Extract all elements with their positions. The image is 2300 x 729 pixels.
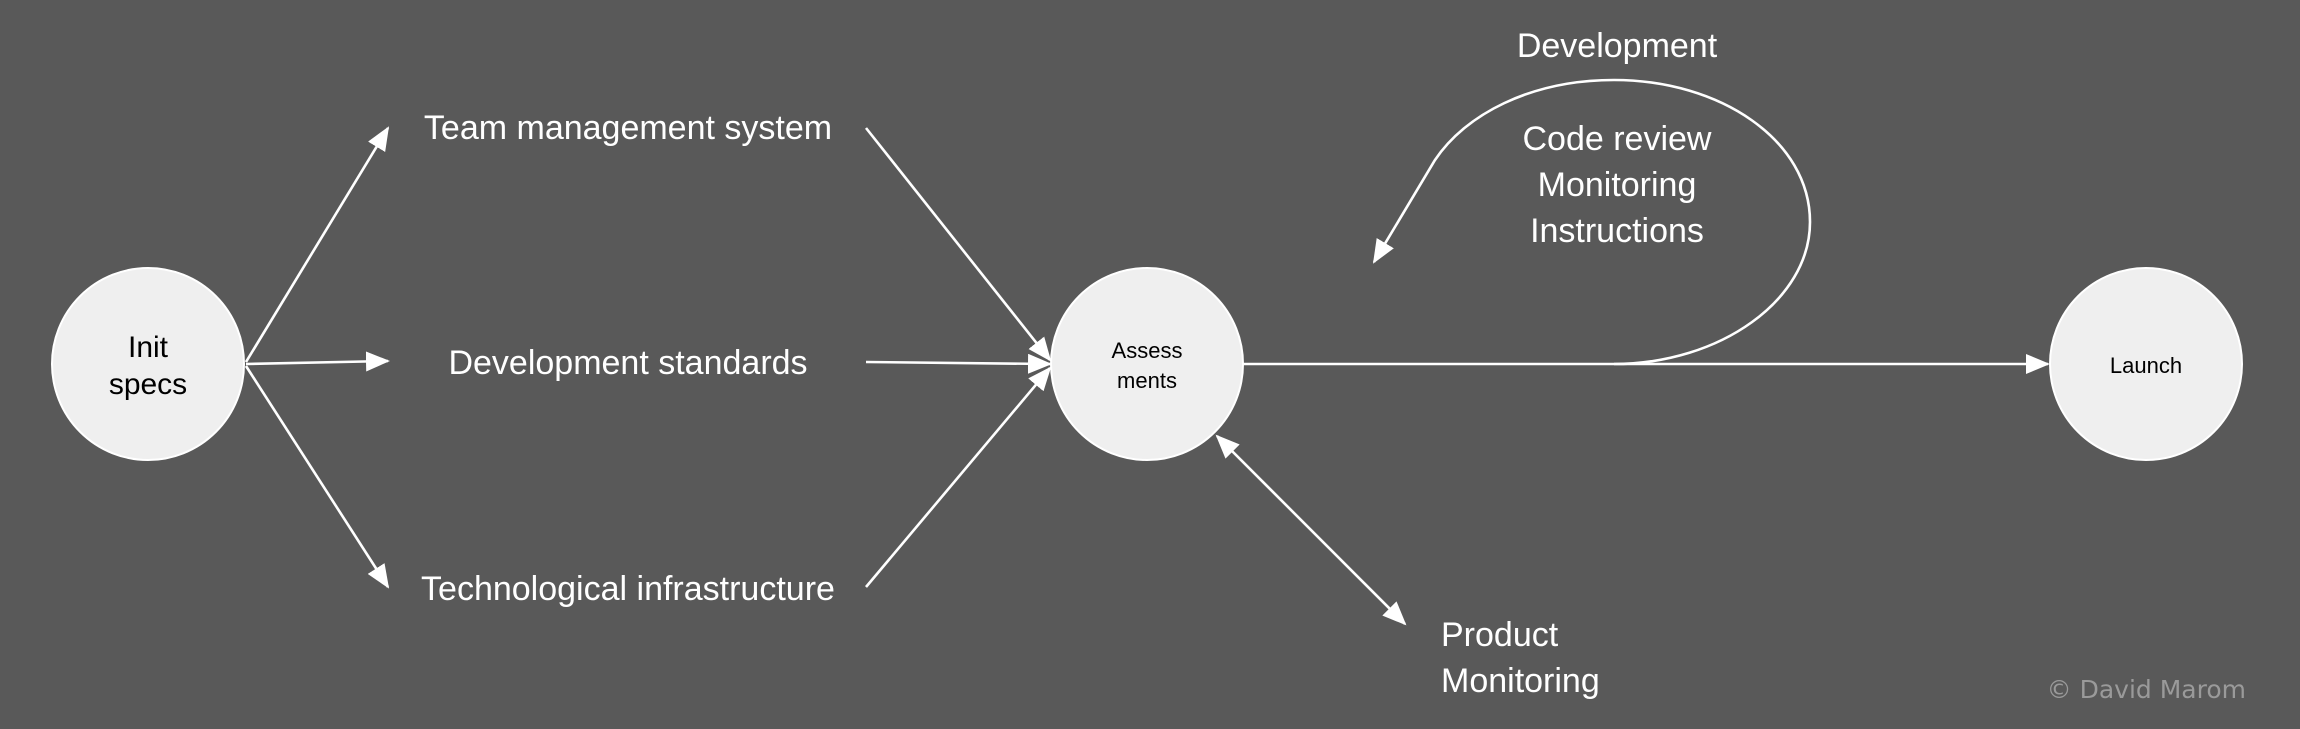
arrow-init-to-infra [244,365,390,589]
arrow-infra-to-assess [865,366,1052,588]
assessments-label-line2: ments [1117,368,1177,393]
arrow-team-to-assess [864,127,1052,362]
arrow-standards-to-assess [865,353,1052,374]
init-specs-label-line1: Init [128,331,169,364]
development-item-instructions: Instructions [1530,212,1704,250]
assessments-label-line1: Assess [1112,338,1183,363]
product-monitoring-line2: Monitoring [1441,662,1600,700]
branch-team-management: Team management system [424,109,832,147]
node-launch: Launch [2049,267,2243,461]
arrow-init-to-team [244,126,390,363]
branch-technological-infrastructure: Technological infrastructure [421,570,835,608]
branch-development-standards: Development standards [448,344,807,382]
development-loop-arrow [1372,78,1812,366]
product-monitoring-line1: Product [1441,616,1559,654]
copyright-notice: © David Marom [2047,675,2246,704]
development-title: Development [1517,27,1718,65]
development-item-code-review: Code review [1523,120,1712,158]
node-assessments: Assess ments [1050,267,1244,461]
arrow-init-to-standards [245,351,390,372]
launch-label: Launch [2110,353,2182,378]
init-specs-label-line2: specs [109,368,187,401]
development-item-monitoring: Monitoring [1538,166,1697,204]
arrow-assess-product-monitoring [1215,434,1407,626]
node-init-specs: Init specs [51,267,245,461]
